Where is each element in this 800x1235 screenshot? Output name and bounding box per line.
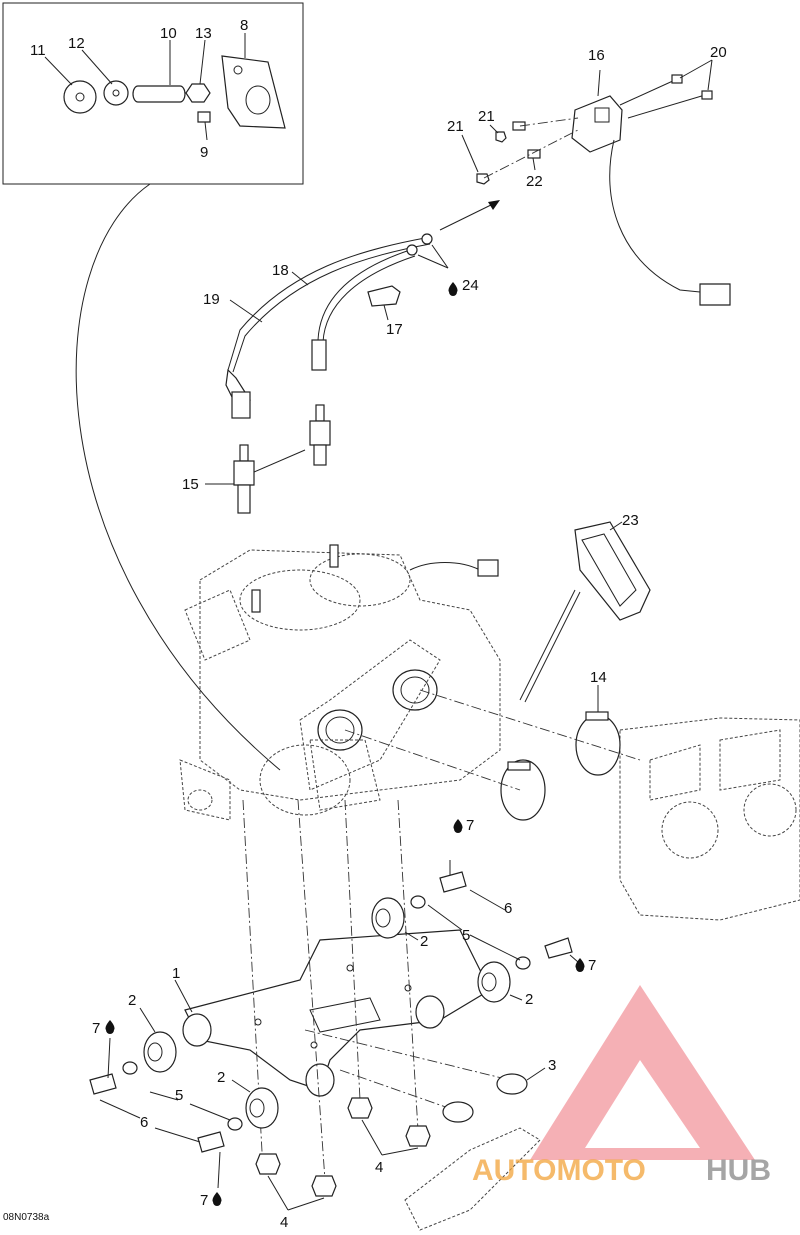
oil-drop-icon bbox=[212, 1192, 222, 1206]
callout-22: 22 bbox=[526, 173, 543, 190]
callout-24: 24 bbox=[462, 277, 479, 294]
part-14-clamps: 14 bbox=[344, 669, 641, 821]
callout-20: 20 bbox=[710, 44, 727, 61]
part-9-bolt bbox=[197, 111, 211, 123]
inset-reference-curve bbox=[75, 183, 281, 771]
part-2-mount-b bbox=[477, 961, 511, 1003]
spark-plug-cap-2 bbox=[311, 339, 327, 371]
callout-23: 23 bbox=[622, 512, 639, 529]
watermark-text-1: AUTOMOTO bbox=[472, 1154, 646, 1187]
part-3-stoppers: 3 bbox=[442, 1057, 556, 1123]
automotohub-watermark: AUTOMOTO HUB bbox=[472, 985, 771, 1187]
part-23-sensor: 23 bbox=[519, 512, 651, 703]
oil-drop-icon bbox=[453, 819, 463, 833]
callout-11: 11 bbox=[30, 42, 46, 59]
part-13-nut bbox=[185, 83, 211, 103]
part-10-spacer bbox=[132, 85, 186, 103]
part-1-engine-mount-plate: 1 bbox=[172, 929, 491, 1097]
spark-plug-2 bbox=[309, 420, 331, 446]
part-11-washer bbox=[63, 80, 97, 114]
callout-17: 17 bbox=[386, 321, 403, 338]
callout-5b: 5 bbox=[175, 1087, 183, 1104]
lower-bracket bbox=[404, 1127, 541, 1231]
callout-2a: 2 bbox=[420, 933, 428, 950]
ignition-coil-group: 16 20 21 21 22 bbox=[447, 44, 731, 306]
direction-arrow-icon bbox=[439, 200, 500, 231]
part-2-mount-d bbox=[245, 1087, 279, 1129]
callout-6b: 6 bbox=[140, 1114, 148, 1131]
spark-plug-cap-1 bbox=[231, 391, 251, 419]
callout-19: 19 bbox=[203, 291, 220, 308]
callout-21b: 21 bbox=[447, 118, 464, 135]
callout-6a: 6 bbox=[504, 900, 512, 917]
callout-2b: 2 bbox=[525, 991, 533, 1008]
callout-3: 3 bbox=[548, 1057, 556, 1074]
callout-9: 9 bbox=[200, 144, 208, 161]
watermark-text-2: HUB bbox=[706, 1154, 771, 1187]
diagram-code: 08N0738a bbox=[3, 1212, 50, 1223]
callout-15: 15 bbox=[182, 476, 199, 493]
callout-7a: 7 bbox=[466, 817, 474, 834]
callout-8: 8 bbox=[240, 17, 248, 34]
part-16-ignition-coil bbox=[571, 95, 623, 153]
oil-drop-icon bbox=[575, 958, 585, 972]
callout-1: 1 bbox=[172, 965, 180, 982]
spark-plug-wires: 18 19 17 24 bbox=[203, 233, 479, 419]
part-18-wire bbox=[317, 249, 411, 341]
spark-plug-1 bbox=[233, 460, 255, 486]
callout-2d: 2 bbox=[217, 1069, 225, 1086]
callout-16: 16 bbox=[588, 47, 605, 64]
watermark-logo-icon bbox=[530, 985, 755, 1160]
callout-5a: 5 bbox=[462, 927, 470, 944]
part-2-mount-a bbox=[371, 897, 405, 939]
detail-inset: 11 12 10 13 8 9 bbox=[2, 2, 304, 185]
intake-manifold-1 bbox=[317, 709, 363, 751]
part-12 bbox=[103, 80, 129, 106]
spark-plugs: 15 bbox=[182, 404, 331, 514]
engine-block bbox=[179, 544, 501, 821]
callout-21a: 21 bbox=[478, 108, 495, 125]
callout-12: 12 bbox=[68, 35, 85, 52]
part-17-connector bbox=[367, 285, 401, 307]
oil-drop-icon bbox=[448, 282, 458, 296]
callout-7b: 7 bbox=[588, 957, 596, 974]
part-4-nuts: 4 4 bbox=[255, 1097, 431, 1231]
callout-14: 14 bbox=[590, 669, 607, 686]
coil-wire bbox=[609, 139, 701, 293]
part-2-mount-c bbox=[143, 1031, 177, 1073]
callout-10: 10 bbox=[160, 25, 177, 42]
callout-7c: 7 bbox=[92, 1020, 100, 1037]
inset-frame bbox=[2, 2, 304, 185]
intake-manifold-2 bbox=[392, 669, 438, 711]
carburetor-assembly bbox=[619, 717, 800, 921]
callout-4b: 4 bbox=[375, 1159, 383, 1176]
part-19-wire bbox=[227, 237, 426, 371]
rubber-mounts: 2 2 2 2 6 5 5 6 7 7 7 7 bbox=[89, 817, 596, 1209]
callout-2c: 2 bbox=[128, 992, 136, 1009]
part-8-bracket bbox=[221, 55, 286, 129]
callout-13: 13 bbox=[195, 25, 212, 42]
callout-7d: 7 bbox=[200, 1192, 208, 1209]
coil-connector bbox=[699, 283, 731, 306]
oil-drop-icon bbox=[105, 1020, 115, 1034]
callout-18: 18 bbox=[272, 262, 289, 279]
callout-4a: 4 bbox=[280, 1214, 288, 1231]
